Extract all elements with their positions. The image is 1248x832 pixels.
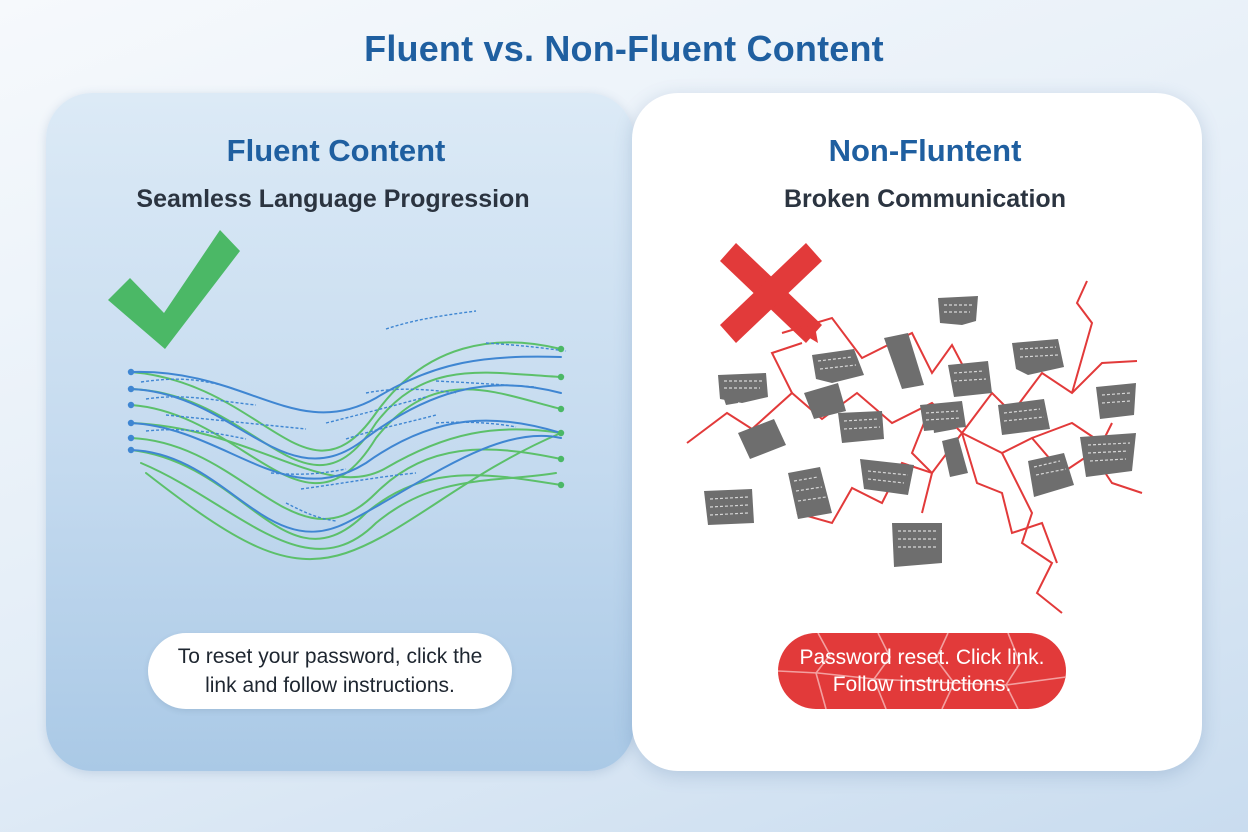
fluent-example-text: To reset your password, click the link a… bbox=[177, 645, 483, 697]
crack-line bbox=[1071, 280, 1094, 394]
text-fragment bbox=[804, 383, 846, 419]
text-fragment bbox=[1096, 383, 1136, 419]
text-fragment bbox=[1080, 433, 1136, 477]
text-fragment bbox=[938, 296, 978, 325]
crack-line bbox=[1001, 452, 1063, 614]
text-fragment bbox=[932, 413, 956, 433]
text-fragment bbox=[722, 389, 740, 405]
flow-line bbox=[140, 462, 557, 550]
cross-icon bbox=[720, 243, 822, 343]
crack-line bbox=[770, 342, 803, 394]
nonfluent-subheading: Broken Communication bbox=[784, 185, 1066, 213]
flow-line bbox=[130, 449, 562, 540]
text-fragment bbox=[838, 411, 884, 443]
text-fragment bbox=[812, 349, 864, 383]
nonfluent-panel: Non-Fluntent Broken Communication bbox=[632, 93, 1202, 771]
nonfluent-example-text: Password reset. Click link. Follow instr… bbox=[799, 646, 1045, 696]
fluent-illustration bbox=[108, 230, 567, 561]
text-fragment bbox=[1028, 453, 1074, 497]
fluent-example-bubble: To reset your password, click the link a… bbox=[148, 633, 512, 709]
flow-line bbox=[130, 384, 562, 460]
fluent-subheading: Seamless Language Progression bbox=[136, 185, 530, 213]
flow-line bbox=[130, 371, 562, 467]
nonfluent-example-bubble: Password reset. Click link. Follow instr… bbox=[778, 633, 1066, 709]
fluent-heading: Fluent Content bbox=[226, 133, 446, 168]
crack-line bbox=[781, 316, 973, 384]
check-icon bbox=[108, 230, 240, 349]
text-fragment bbox=[860, 459, 914, 495]
flow-line bbox=[130, 437, 562, 520]
nonfluent-heading: Non-Fluntent bbox=[828, 133, 1022, 168]
flow-line bbox=[130, 388, 562, 485]
text-fragment bbox=[788, 467, 832, 519]
crack-line bbox=[961, 432, 1058, 564]
broken-bubble-shape bbox=[778, 633, 1066, 709]
flow-line bbox=[130, 434, 562, 533]
fluent-panel: Fluent Content Seamless Language Progres… bbox=[46, 93, 634, 771]
text-fragment bbox=[942, 437, 968, 477]
flow-line bbox=[130, 419, 562, 480]
crack-line bbox=[1031, 421, 1113, 445]
flow-line bbox=[130, 422, 562, 479]
text-fragment bbox=[704, 489, 754, 525]
flow-line bbox=[130, 355, 562, 414]
text-fragment bbox=[948, 361, 992, 397]
text-fragment bbox=[1012, 339, 1064, 375]
crack-line bbox=[686, 391, 963, 444]
crack-line bbox=[910, 402, 934, 514]
text-fragment bbox=[884, 333, 924, 389]
text-fragment bbox=[892, 523, 942, 567]
text-fragment bbox=[738, 419, 786, 459]
page-title: Fluent vs. Non-Fluent Content bbox=[364, 28, 884, 69]
nonfluent-illustration bbox=[686, 243, 1143, 614]
flow-line bbox=[145, 432, 562, 561]
text-fragment bbox=[998, 399, 1050, 435]
